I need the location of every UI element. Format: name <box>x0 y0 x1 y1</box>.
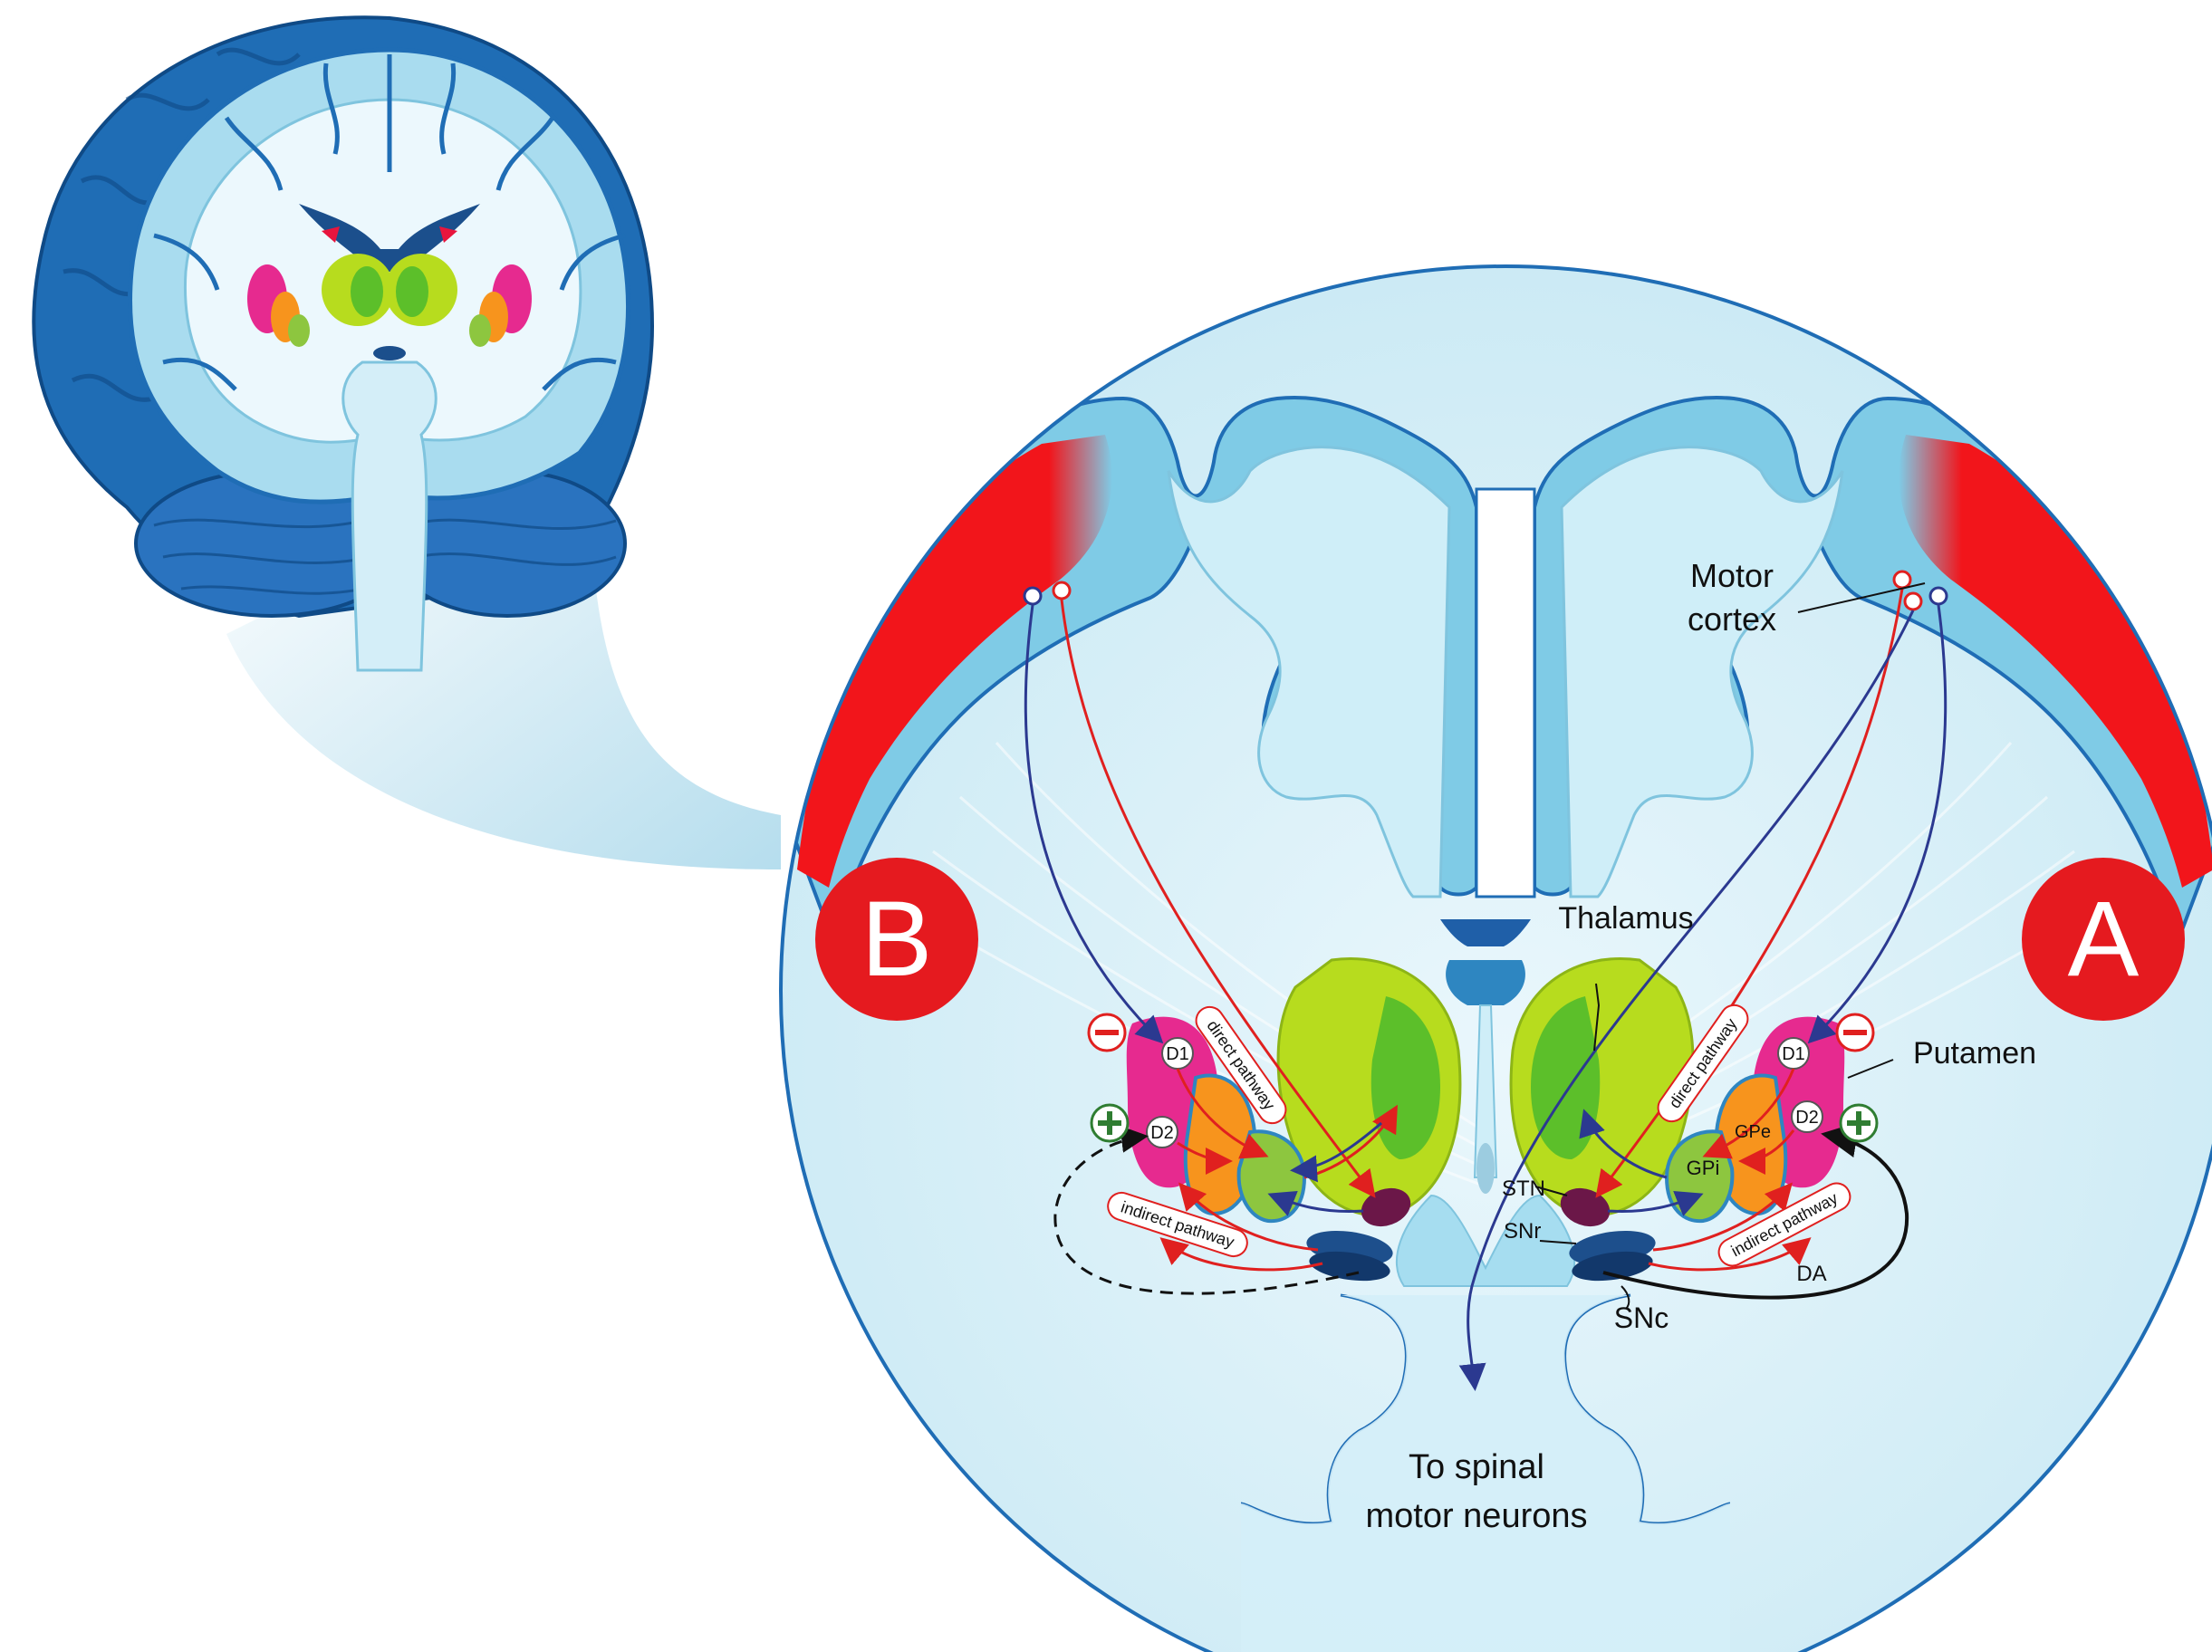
panel-b-label: B <box>861 879 933 999</box>
longitudinal-fissure <box>1475 487 1536 898</box>
d1-label-left: D1 <box>1166 1044 1189 1064</box>
neurons-left <box>1023 581 1072 606</box>
plus-circle-icon <box>1090 1103 1130 1143</box>
panel-badge-b: B <box>815 858 978 1021</box>
da-label: DA <box>1796 1262 1826 1286</box>
structure-labels: Motor cortex Thalamus Putamen STN SNr SN… <box>1150 557 2036 1535</box>
spinal-label-2: motor neurons <box>1365 1497 1587 1535</box>
zoom-cone <box>226 453 781 869</box>
leader-lines <box>1534 582 1926 1310</box>
motor-cortex-red-left <box>797 435 1112 888</box>
receptor-markers <box>1146 1037 1823 1148</box>
putamen-label: Putamen <box>1913 1036 2036 1071</box>
snc-right <box>1572 1251 1653 1282</box>
motor-cortex-label-2: cortex <box>1688 600 1776 638</box>
snr-label: SNr <box>1504 1219 1541 1244</box>
magnified-view: direct pathway indirect pathway direct p… <box>779 264 2212 1652</box>
spinal-label-1: To spinal <box>1409 1448 1544 1486</box>
stn-label: STN <box>1502 1177 1545 1201</box>
small-brainstem <box>341 360 438 672</box>
plus-circle-icon <box>1839 1103 1879 1143</box>
minus-circle-icon <box>1835 1013 1875 1052</box>
magnified-circle-bg <box>781 266 2212 1652</box>
third-ventricle <box>1440 919 1531 946</box>
midbrain <box>1396 1194 1575 1287</box>
d2-label-left: D2 <box>1150 1123 1174 1143</box>
thalamus-label: Thalamus <box>1558 901 1693 936</box>
panel-badge-a: A <box>2022 858 2185 1021</box>
gpe-label: GPe <box>1735 1122 1771 1142</box>
motor-cortex-red-right <box>1899 435 2212 888</box>
d2-label-right: D2 <box>1795 1108 1819 1128</box>
neurons-right <box>1892 570 1948 611</box>
d1-label-right: D1 <box>1782 1044 1805 1064</box>
snc-left <box>1309 1251 1390 1282</box>
coronal-brain-overview <box>32 15 781 869</box>
medial-fold-right <box>1560 446 1844 898</box>
gpi-label: GPi <box>1687 1157 1720 1179</box>
panel-a-label: A <box>2068 879 2140 999</box>
motor-cortex-label-1: Motor <box>1690 557 1774 594</box>
small-sulci <box>153 54 626 391</box>
snc-label: SNc <box>1614 1301 1669 1334</box>
minus-circle-icon <box>1087 1013 1127 1052</box>
medial-fold-left <box>1167 446 1451 898</box>
